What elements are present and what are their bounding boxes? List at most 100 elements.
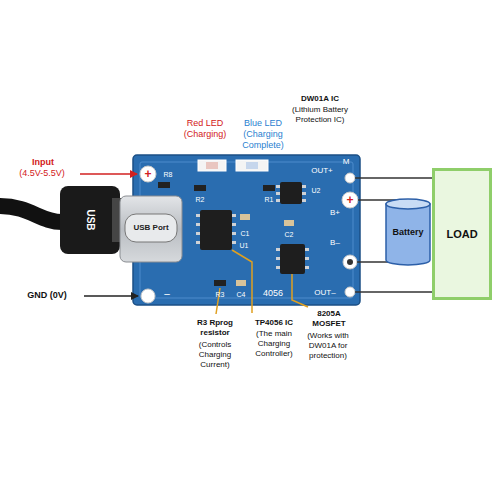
pad-name: B– [326, 238, 344, 248]
pad-hole [347, 259, 353, 265]
mosfet-chip [276, 244, 309, 274]
board-marking: 4056 [258, 288, 288, 299]
part-ref: C1 [237, 229, 253, 238]
polarity-mark: + [343, 192, 357, 208]
out-minus-wire [355, 291, 432, 293]
ic-label-text: DW01A IC [301, 94, 339, 103]
led-label: Blue LED [234, 118, 292, 129]
out-plus-pad [345, 173, 355, 183]
out-plus-wire [355, 177, 432, 179]
led-lens [246, 162, 258, 169]
callout-note-text: (Works with DW01A for protection) [307, 331, 349, 360]
callout-title: 8205A MOSFET [302, 309, 356, 329]
part-ref-text: C4 [237, 291, 246, 298]
callout-note: (Controls Charging Current) [186, 340, 244, 370]
pad-name-text: B– [330, 238, 340, 247]
b-plus-pad [342, 192, 358, 208]
led-lens [206, 162, 218, 169]
gnd-label: GND (0V) [12, 290, 82, 301]
led-label: Red LED [178, 118, 232, 129]
node-text: Battery [392, 226, 423, 238]
polarity-mark-text: – [164, 288, 170, 299]
smd-resistor [194, 185, 206, 191]
polarity-mark-text: + [144, 167, 151, 181]
part-ref: C2 [281, 230, 297, 239]
part-ref: R2 [192, 195, 208, 204]
usb-cable [0, 206, 62, 222]
part-ref: R8 [160, 170, 176, 179]
gnd-arrow [84, 295, 138, 297]
part-ref-text: U1 [240, 242, 249, 249]
b-minus-pad [343, 255, 357, 269]
plug-text-text: USB [85, 209, 96, 230]
leader-line [232, 250, 252, 313]
gnd-pad [141, 289, 155, 303]
voltage-range-text: (4.5V-5.5V) [19, 168, 65, 178]
input-pad [140, 166, 156, 182]
callout-note-text: (Controls Charging Current) [199, 340, 231, 369]
pad-name-text: OUT– [314, 288, 335, 297]
part-ref: U2 [308, 186, 324, 195]
pad-name-text: OUT+ [311, 166, 333, 175]
out-minus-pad [345, 287, 355, 297]
usb-c-connector [120, 196, 182, 262]
pad-name-text: B+ [330, 208, 340, 217]
usb-c-opening [125, 214, 177, 242]
leader-line [292, 274, 308, 307]
led-note-text: (Charging Complete) [242, 129, 284, 150]
part-ref: R3 [211, 290, 229, 299]
led-note-text: (Charging) [184, 129, 227, 139]
dw01a-chip [276, 182, 306, 204]
part-ref-text: R8 [164, 171, 173, 178]
smd-resistor [158, 182, 170, 188]
callout-note: (The main Charging Controller) [246, 329, 302, 359]
part-ref: C4 [232, 290, 250, 299]
ic-note: (Lithium Battery Protection IC) [290, 105, 350, 125]
callout-note: (Works with DW01A for protection) [298, 331, 358, 361]
polarity-mark: – [160, 288, 174, 300]
ic-label: DW01A IC [288, 94, 352, 104]
gnd-label-text: GND (0V) [27, 290, 67, 300]
polarity-mark-text: + [346, 193, 353, 207]
part-ref-text: C1 [241, 230, 250, 237]
input-arrow [80, 173, 137, 175]
callout-title-text: 8205A MOSFET [312, 309, 345, 328]
callout-title: R3 Rprog resistor [186, 318, 244, 338]
part-ref-text: U2 [312, 187, 321, 194]
input-label: Input [18, 157, 68, 168]
callout-title-text: R3 Rprog resistor [197, 318, 233, 337]
led-note: (Charging Complete) [234, 129, 292, 151]
board-marking-text: 4056 [263, 288, 283, 298]
smd-capacitor [284, 220, 294, 226]
led-note: (Charging) [178, 129, 232, 140]
pad-name: OUT– [306, 288, 344, 298]
port-label: USB Port [124, 223, 178, 233]
pad-name: M [338, 157, 354, 167]
battery-cell: Battery [384, 198, 432, 266]
smd-resistor [214, 280, 226, 286]
polarity-mark: + [141, 166, 155, 182]
red-led [198, 160, 226, 171]
input-label-text: Input [32, 157, 54, 167]
part-ref: U1 [236, 241, 252, 250]
pad-name: B+ [326, 208, 344, 218]
part-ref: R1 [261, 195, 277, 204]
pad-name: OUT+ [304, 166, 340, 176]
callout-title: TP4056 IC [246, 318, 302, 328]
led-label-text: Blue LED [244, 118, 282, 128]
plug-text: USB [83, 200, 97, 240]
part-ref-text: R2 [196, 196, 205, 203]
part-ref-text: C2 [285, 231, 294, 238]
tp4056-chip [196, 210, 236, 250]
led-label-text: Red LED [187, 118, 224, 128]
smd-capacitor [240, 214, 250, 220]
pcb-board [133, 155, 360, 305]
pad-name-text: M [343, 157, 350, 166]
usb-plug [60, 186, 120, 254]
load-box: LOAD [432, 168, 492, 300]
node-text: LOAD [446, 227, 477, 241]
ic-note-text: (Lithium Battery Protection IC) [292, 105, 348, 124]
part-ref-text: R1 [265, 196, 274, 203]
callout-title-text: TP4056 IC [255, 318, 293, 327]
